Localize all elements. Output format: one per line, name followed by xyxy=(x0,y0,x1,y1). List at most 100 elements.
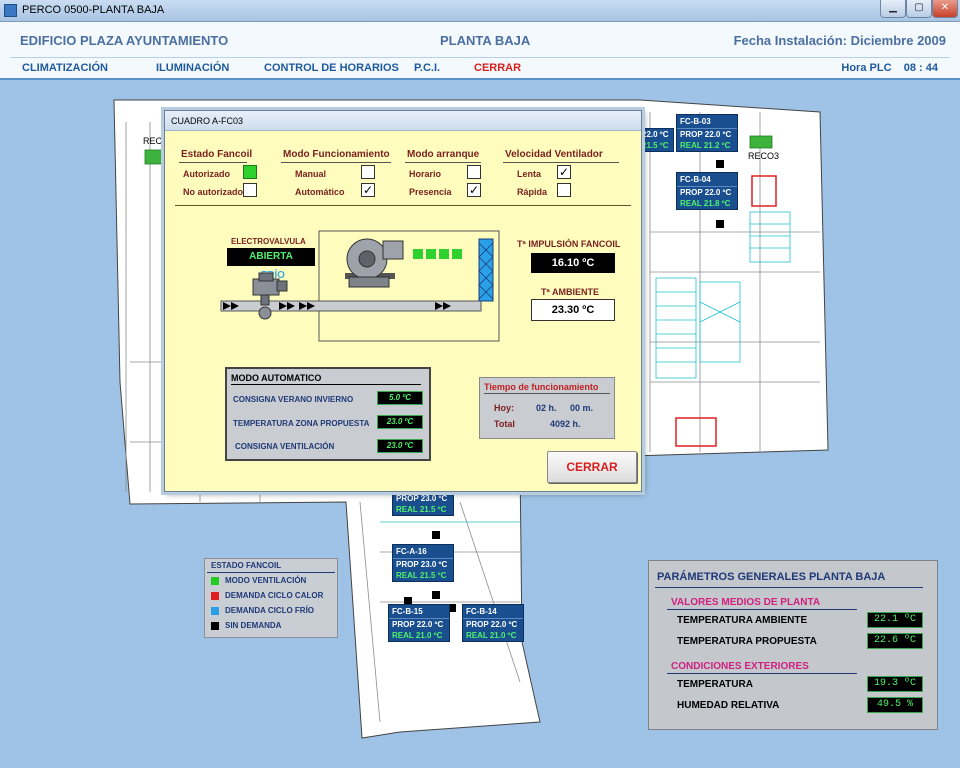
legend-item: SIN DEMANDA xyxy=(205,618,337,633)
horario-label: Horario xyxy=(409,169,442,179)
automatico-label: Automático xyxy=(295,187,345,197)
header-divider xyxy=(10,57,950,58)
runtime-hoy-minutes: 00 m. xyxy=(570,403,594,413)
temp-ambiente-value: 22.1 ºC xyxy=(867,612,923,628)
electrovalvula-label: ELECTROVALVULA xyxy=(231,237,306,246)
fancoil-prop: PROP 22.0 ºC xyxy=(680,130,732,139)
nav-pci[interactable]: P.C.I. xyxy=(414,62,441,74)
fancoil-tile-fc-b-14[interactable]: FC-B-14 PROP 22.0 ºC REAL 21.0 ºC xyxy=(462,604,524,642)
runtime-hoy-label: Hoy: xyxy=(494,403,514,413)
nav-cerrar[interactable]: CERRAR xyxy=(474,62,522,74)
runtime-total-value: 4092 h. xyxy=(550,419,581,429)
fancoil-tile-fc-b-03[interactable]: FC-B-03 PROP 22.0 ºC REAL 21.2 ºC xyxy=(676,114,738,152)
runtime-panel: Tiempo de funcionamiento Hoy: 02 h. 00 m… xyxy=(479,377,615,439)
plc-label: Hora PLC xyxy=(841,62,892,74)
general-parameters-panel: PARÁMETROS GENERALES PLANTA BAJA VALORES… xyxy=(648,560,938,730)
horario-checkbox[interactable] xyxy=(467,165,481,179)
fancoil-status-indicator xyxy=(404,597,412,605)
autorizado-label: Autorizado xyxy=(183,169,230,179)
legend-item: MODO VENTILACIÓN xyxy=(205,573,337,588)
modo-funcionamiento-header: Modo Funcionamiento xyxy=(283,149,390,160)
temp-ambiente-label: TEMPERATURA AMBIENTE xyxy=(677,615,808,626)
app-icon xyxy=(4,4,17,17)
presencia-label: Presencia xyxy=(409,187,452,197)
fancoil-status-indicator xyxy=(716,220,724,228)
consigna-verano-value[interactable]: 5.0 ºC xyxy=(377,391,423,405)
velocidad-ventilador-header: Velocidad Ventilador xyxy=(505,149,603,160)
section-underline xyxy=(179,162,247,163)
consigna-ventilacion-value[interactable]: 23.0 ºC xyxy=(377,439,423,453)
legend-label: DEMANDA CICLO FRÍO xyxy=(225,606,315,615)
automatico-checkbox[interactable]: ✓ xyxy=(361,183,375,197)
minimize-button[interactable]: ▁ xyxy=(880,0,906,18)
title-underline xyxy=(484,393,610,394)
fancoil-prop: PROP 23.0 ºC xyxy=(396,494,448,503)
fancoil-real: REAL 21.5 ºC xyxy=(396,505,447,514)
dialog-divider xyxy=(175,205,631,206)
blue-square-icon xyxy=(211,606,219,615)
fancoil-id: FC-B-15 xyxy=(389,605,449,619)
fancoil-prop: PROP 22.0 ºC xyxy=(680,188,732,197)
black-square-icon xyxy=(211,621,219,630)
no-autorizado-label: No autorizado xyxy=(183,187,243,197)
fancoil-prop: PROP 22.0 ºC xyxy=(466,620,518,629)
params-title-underline xyxy=(655,587,923,588)
fancoil-legend: ESTADO FANCOIL MODO VENTILACIÓN DEMANDA … xyxy=(204,558,338,638)
maximize-button[interactable]: ▢ xyxy=(906,0,932,18)
temp-zona-value[interactable]: 23.0 ºC xyxy=(377,415,423,429)
fancoil-status-indicator xyxy=(716,160,724,168)
fancoil-id: FC-B-03 xyxy=(677,115,737,129)
t-impulsion-label: Tª IMPULSIÓN FANCOIL xyxy=(517,239,621,249)
section-underline xyxy=(503,162,619,163)
floor-name: PLANTA BAJA xyxy=(440,33,531,48)
legend-label: DEMANDA CICLO CALOR xyxy=(225,591,324,600)
fancoil-status-indicator xyxy=(432,531,440,539)
fancoil-tile-fc-b-15[interactable]: FC-B-15 PROP 22.0 ºC REAL 21.0 ºC xyxy=(388,604,450,642)
modo-automatico-panel: MODO AUTOMATICO CONSIGNA VERANO INVIERNO… xyxy=(225,367,431,461)
nav-climatizacion[interactable]: CLIMATIZACIÓN xyxy=(22,62,108,74)
autorizado-indicator xyxy=(243,165,257,179)
presencia-checkbox[interactable]: ✓ xyxy=(467,183,481,197)
building-name: EDIFICIO PLAZA AYUNTAMIENTO xyxy=(20,33,229,48)
fancoil-real: 21.5 ºC xyxy=(642,141,669,150)
fancoil-tile-fc-b-04[interactable]: FC-B-04 PROP 22.0 ºC REAL 21.8 ºC xyxy=(676,172,738,210)
fancoil-tile-fc-a-16[interactable]: FC-A-16 PROP 23.0 ºC REAL 21.5 ºC xyxy=(392,544,454,582)
modo-automatico-title: MODO AUTOMATICO xyxy=(231,373,322,383)
fancoil-prop: 22.0 ºC xyxy=(642,130,669,139)
manual-checkbox[interactable] xyxy=(361,165,375,179)
section-underline xyxy=(281,162,391,163)
section-underline xyxy=(667,609,857,610)
modo-arranque-header: Modo arranque xyxy=(407,149,480,160)
fancoil-tile[interactable]: PROP 23.0 ºC REAL 21.5 ºC xyxy=(392,492,454,516)
fancoil-real: REAL 21.0 ºC xyxy=(466,631,517,640)
lenta-checkbox[interactable]: ✓ xyxy=(557,165,571,179)
no-autorizado-indicator xyxy=(243,183,257,197)
fancoil-dialog: CUADRO A-FC03 Estado Fancoil Autorizado … xyxy=(164,110,642,492)
fancoil-tile[interactable]: 22.0 ºC 21.5 ºC xyxy=(638,128,674,152)
lenta-label: Lenta xyxy=(517,169,542,179)
t-ambiente-label: Tª AMBIENTE xyxy=(541,287,599,297)
close-dialog-button[interactable]: CERRAR xyxy=(547,451,637,483)
fancoil-schematic xyxy=(220,230,500,342)
temp-propuesta-value: 22.6 ºC xyxy=(867,633,923,649)
window-title: PERCO 0500-PLANTA BAJA xyxy=(22,4,165,16)
params-section-plant-averages: VALORES MEDIOS DE PLANTA xyxy=(671,597,821,608)
t-ambiente-value: 23.30 ºC xyxy=(531,299,615,321)
nav-iluminacion[interactable]: ILUMINACIÓN xyxy=(156,62,230,74)
nav-control-horarios[interactable]: CONTROL DE HORARIOS xyxy=(264,62,399,74)
plc-time: 08 : 44 xyxy=(903,62,938,74)
rapida-checkbox[interactable] xyxy=(557,183,571,197)
fancoil-prop: PROP 23.0 ºC xyxy=(396,560,448,569)
fancoil-real: REAL 21.8 ºC xyxy=(680,199,731,208)
runtime-hoy-hours: 02 h. xyxy=(536,403,557,413)
close-window-button[interactable]: ✕ xyxy=(932,0,958,18)
legend-label: MODO VENTILACIÓN xyxy=(225,576,307,585)
consigna-verano-label: CONSIGNA VERANO INVIERNO xyxy=(233,395,354,404)
temp-zona-label: TEMPERATURA ZONA PROPUESTA xyxy=(233,419,370,428)
temp-exterior-label: TEMPERATURA xyxy=(677,679,753,690)
fancoil-real: REAL 21.5 ºC xyxy=(396,571,447,580)
fancoil-status-indicator xyxy=(432,591,440,599)
consigna-ventilacion-label: CONSIGNA VENTILACIÓN xyxy=(235,442,335,451)
section-underline xyxy=(405,162,481,163)
humedad-label: HUMEDAD RELATIVA xyxy=(677,700,780,711)
